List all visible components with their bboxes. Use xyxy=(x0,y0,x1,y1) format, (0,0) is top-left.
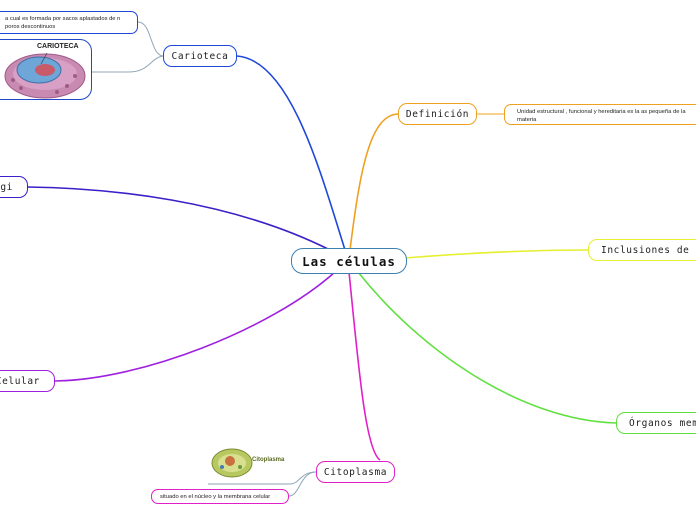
topic-membrana-celular[interactable]: Celular xyxy=(0,370,55,392)
image-carioteca[interactable]: CARIOTECA xyxy=(0,39,92,100)
image-citoplasma-caption: Citoplasma xyxy=(252,457,285,463)
link-carioteca-image xyxy=(92,55,164,73)
topic-definicion[interactable]: Definición xyxy=(398,103,477,125)
link-golgi xyxy=(26,186,331,251)
topic-carioteca-label: Carioteca xyxy=(171,50,229,62)
note-carioteca-text: a cual es formada por sacos aplastados d… xyxy=(5,16,121,30)
carioteca-cell-image xyxy=(4,52,86,99)
central-topic-label: Las células xyxy=(302,253,396,269)
citoplasma-cell-image xyxy=(211,448,253,478)
note-citoplasma[interactable]: situado en el núcleo y la membrana celul… xyxy=(151,489,289,504)
link-citoplasma-note xyxy=(288,471,317,497)
topic-inclusiones-label: Inclusiones de Cit xyxy=(601,244,696,256)
link-citoplasma xyxy=(348,271,381,461)
link-citoplasma-image xyxy=(208,471,317,485)
topic-organos-label: Órganos membr xyxy=(629,417,696,429)
topic-citoplasma-label: Citoplasma xyxy=(323,466,388,478)
image-citoplasma[interactable]: Citoplasma xyxy=(208,445,290,483)
topic-membrana-label: Celular xyxy=(0,375,40,387)
link-carioteca xyxy=(236,55,346,251)
link-membrana xyxy=(54,271,336,382)
topic-citoplasma[interactable]: Citoplasma xyxy=(316,461,395,483)
note-carioteca[interactable]: a cual es formada por sacos aplastados d… xyxy=(0,11,138,34)
link-organos xyxy=(357,271,617,424)
topic-inclusiones[interactable]: Inclusiones de Cit xyxy=(588,239,696,261)
topic-golgi[interactable]: lgi xyxy=(0,176,28,198)
link-definicion xyxy=(349,113,399,251)
note-citoplasma-text: situado en el núcleo y la membrana celul… xyxy=(160,494,271,500)
central-topic[interactable]: Las células xyxy=(291,248,407,274)
link-carioteca-note xyxy=(137,21,164,57)
topic-definicion-label: Definición xyxy=(405,108,470,120)
topic-carioteca[interactable]: Carioteca xyxy=(163,45,237,67)
topic-organos[interactable]: Órganos membr xyxy=(616,412,696,434)
note-definicion-text: Unidad estructural , funcional y heredit… xyxy=(517,109,686,123)
image-carioteca-caption: CARIOTECA xyxy=(37,43,79,50)
link-inclusiones xyxy=(404,249,589,259)
topic-golgi-label: lgi xyxy=(0,181,13,193)
note-definicion[interactable]: Unidad estructural , funcional y heredit… xyxy=(504,104,696,125)
